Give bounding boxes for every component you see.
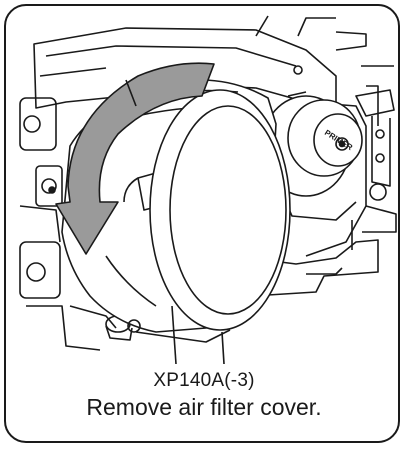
throttle-linkage (351, 89, 397, 250)
rotation-arrow-icon (55, 62, 215, 255)
left-mount (19, 97, 101, 351)
fasteners (48, 65, 303, 333)
model-code: XP140A(-3) (153, 370, 255, 391)
illustration-frame: PRIMER XP140A(-3) Remove air filter cove… (4, 4, 400, 443)
engine-illustration: PRIMER (19, 15, 397, 365)
air-filter-cover (149, 89, 291, 365)
instruction-caption: Remove air filter cover. (86, 394, 322, 420)
